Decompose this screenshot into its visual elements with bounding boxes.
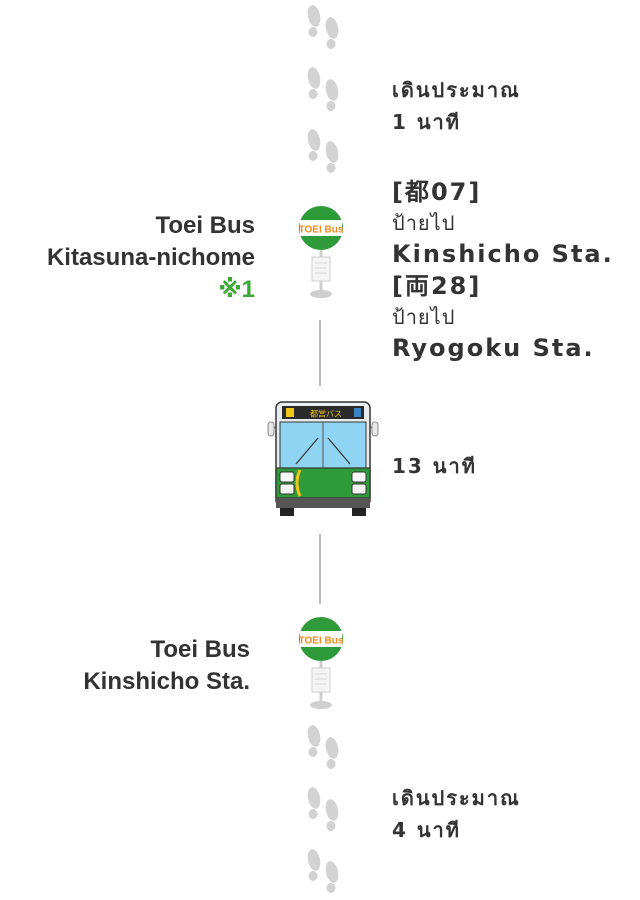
bus-destination-sign: 都営バス: [310, 409, 342, 419]
ride-time: 13 นาที: [392, 454, 477, 478]
walk-top-info: เดินประมาณ 1 นาที: [392, 74, 521, 138]
stop-from-name: Toei Bus Kitasuna-nichome ※1: [47, 210, 255, 306]
route-line: [319, 320, 321, 386]
footprints-icon: [305, 723, 341, 769]
footprints-icon: [305, 65, 341, 111]
stop-from-sign-text: TOEI Bus: [299, 225, 344, 236]
bus-stop-sign-icon: TOEI Bus: [299, 206, 344, 298]
walk-top-time: 1 นาที: [392, 110, 461, 134]
bus-stop-sign-icon: TOEI Bus: [299, 617, 344, 709]
stop-to-sign-text: TOEI Bus: [299, 636, 344, 647]
routes-info: [都07] ป้ายไป Kinshicho Sta. [両28] ป้ายไป…: [392, 176, 614, 364]
walk-top-label: เดินประมาณ: [392, 78, 521, 102]
stop-from-name-line1: Toei Bus: [155, 212, 255, 239]
stop-to-name: Toei Bus Kinshicho Sta.: [83, 634, 250, 698]
route-2-destination: Ryogoku Sta.: [392, 334, 595, 362]
route-1-code: [都07]: [392, 178, 482, 206]
footprints-icon: [305, 127, 341, 173]
route-1-destination: Kinshicho Sta.: [392, 240, 614, 268]
footprints-icon: [305, 847, 341, 893]
route-1-towards: ป้ายไป: [392, 211, 456, 235]
bus-icon: 都営バス 38: [267, 401, 379, 516]
route-2-code: [両28]: [392, 272, 482, 300]
stop-to-name-line1: Toei Bus: [150, 636, 250, 663]
route-line: [319, 534, 321, 604]
walk-bottom-time: 4 นาที: [392, 818, 461, 842]
stop-to-name-line2: Kinshicho Sta.: [83, 668, 250, 695]
footprints-icon: [305, 785, 341, 831]
route-2-towards: ป้ายไป: [392, 305, 456, 329]
walk-bottom-label: เดินประมาณ: [392, 786, 521, 810]
footprints-icon: [305, 3, 341, 50]
walk-bottom-info: เดินประมาณ 4 นาที: [392, 782, 521, 846]
stop-from-name-line2: Kitasuna-nichome: [46, 244, 255, 271]
stop-from-note: ※1: [218, 276, 255, 303]
